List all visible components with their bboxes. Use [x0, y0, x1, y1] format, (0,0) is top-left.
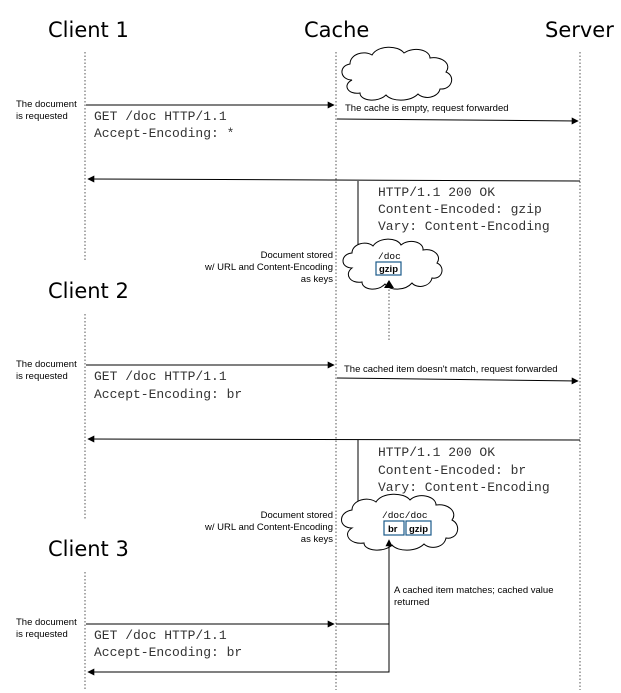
- p1-chip-gzip: [375, 261, 402, 276]
- p1-stored-line3: as keys: [301, 274, 333, 285]
- p1-forward-label: The cache is empty, request forwarded: [345, 103, 509, 114]
- p3-match-line2: returned: [394, 597, 429, 608]
- p1-response-line3: Vary: Content-Encoding: [378, 219, 550, 234]
- p2-response-line3: Vary: Content-Encoding: [378, 480, 550, 495]
- p1-response-line1: HTTP/1.1 200 OK: [378, 185, 495, 200]
- p1-lookup-arrowhead: [384, 280, 394, 288]
- c1-note-line2: is requested: [16, 111, 68, 122]
- p2-stored-line2: w/ URL and Content-Encoding: [204, 522, 333, 533]
- p2-stored-line3: as keys: [301, 534, 333, 545]
- p1-response-line2: Content-Encoded: gzip: [378, 202, 542, 217]
- p3-match-line1: A cached item matches; cached value: [394, 585, 553, 596]
- c3-request-line1: GET /doc HTTP/1.1: [94, 628, 227, 643]
- c3-request-line2: Accept-Encoding: br: [94, 645, 242, 660]
- p2-chip-br: [383, 520, 405, 536]
- cache-title: Cache: [304, 18, 369, 42]
- p2-forward-label: The cached item doesn't match, request f…: [344, 364, 558, 375]
- p1-forward-arrow: [336, 117, 579, 125]
- c1-note-line1: The document: [16, 99, 77, 110]
- p2-stored-line1: Document stored: [261, 510, 333, 521]
- p1-stored-line2: w/ URL and Content-Encoding: [204, 262, 333, 273]
- c2-note-line2: is requested: [16, 371, 68, 382]
- p2-chip-gzip: [405, 520, 432, 536]
- c3-note-line2: is requested: [16, 629, 68, 640]
- p2-response-line1: HTTP/1.1 200 OK: [378, 445, 495, 460]
- p1-cache-path: /doc: [378, 251, 401, 262]
- server-title: Server: [545, 18, 614, 42]
- p2-response-arrow: [87, 435, 581, 443]
- client3-title: Client 3: [48, 537, 129, 561]
- p2-forward-arrow: [336, 377, 579, 385]
- c3-note-line1: The document: [16, 617, 77, 628]
- p2-cache-path: /doc/doc: [382, 510, 428, 521]
- cache-cloud-top: [341, 46, 453, 101]
- p1-stored-line1: Document stored: [261, 250, 333, 261]
- c1-request-line1: GET /doc HTTP/1.1: [94, 109, 227, 124]
- c2-note-line1: The document: [16, 359, 77, 370]
- c2-request-line1: GET /doc HTTP/1.1: [94, 369, 227, 384]
- p3-cached-response-arrow: [87, 623, 390, 676]
- p2-response-line2: Content-Encoded: br: [378, 463, 526, 478]
- c1-request-line2: Accept-Encoding: *: [94, 126, 234, 141]
- p2-chip-gzip-label: gzip: [409, 524, 428, 535]
- c2-request-line2: Accept-Encoding: br: [94, 387, 242, 402]
- p2-chip-br-label: br: [388, 524, 398, 535]
- client1-title: Client 1: [48, 18, 129, 42]
- client2-title: Client 2: [48, 279, 129, 303]
- p1-response-arrow: [87, 175, 581, 183]
- p1-chip-gzip-label: gzip: [379, 264, 398, 275]
